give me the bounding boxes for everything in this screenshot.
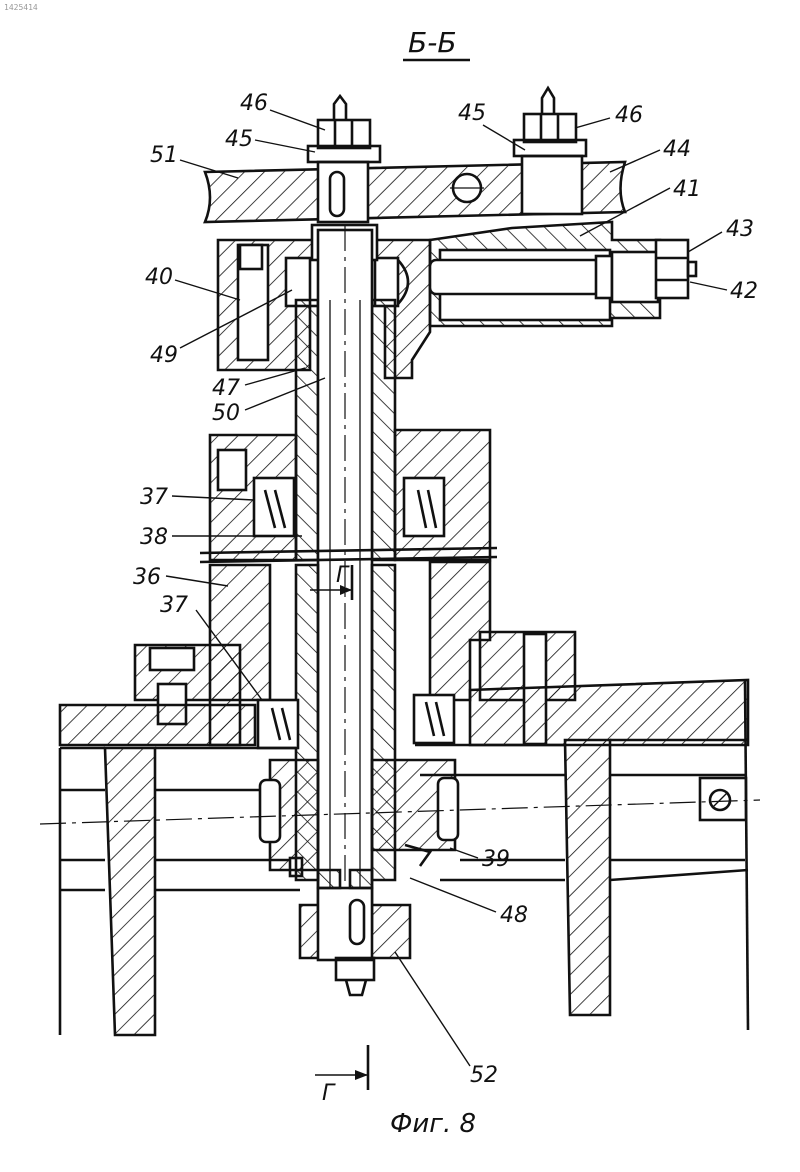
- label-50: 50: [212, 401, 240, 426]
- label-37-lower: 37: [160, 593, 188, 618]
- frame-column-left: [105, 748, 155, 1035]
- right-nut-assembly: [514, 88, 586, 156]
- top-bar: [205, 156, 625, 222]
- label-47: 47: [212, 376, 240, 401]
- label-44: 44: [663, 137, 691, 162]
- label-51: 51: [150, 143, 178, 168]
- label-36: 36: [133, 565, 161, 590]
- label-49: 49: [150, 343, 178, 368]
- label-52: 52: [470, 1063, 498, 1088]
- section-title: Б-Б: [408, 26, 457, 59]
- label-45-right: 45: [458, 101, 486, 126]
- label-38: 38: [140, 525, 168, 550]
- label-42: 42: [730, 279, 758, 304]
- document-id: 1425414: [4, 3, 38, 12]
- right-arm-block: [430, 222, 696, 326]
- label-45-left: 45: [225, 127, 253, 152]
- label-39: 39: [482, 847, 510, 872]
- left-nut-assembly: [308, 96, 380, 162]
- section-mark-upper: Г: [336, 563, 350, 588]
- label-43: 43: [726, 217, 754, 242]
- label-37-upper: 37: [140, 485, 168, 510]
- figure-caption: Фиг. 8: [390, 1109, 476, 1139]
- bottom-gear: [300, 870, 410, 995]
- label-40: 40: [145, 265, 173, 290]
- label-41: 41: [673, 177, 701, 202]
- label-48: 48: [500, 903, 528, 928]
- section-mark-bottom: Г: [322, 1081, 336, 1106]
- frame-column-right: [565, 740, 610, 1015]
- label-46-left: 46: [240, 91, 268, 116]
- label-46-right: 46: [615, 103, 643, 128]
